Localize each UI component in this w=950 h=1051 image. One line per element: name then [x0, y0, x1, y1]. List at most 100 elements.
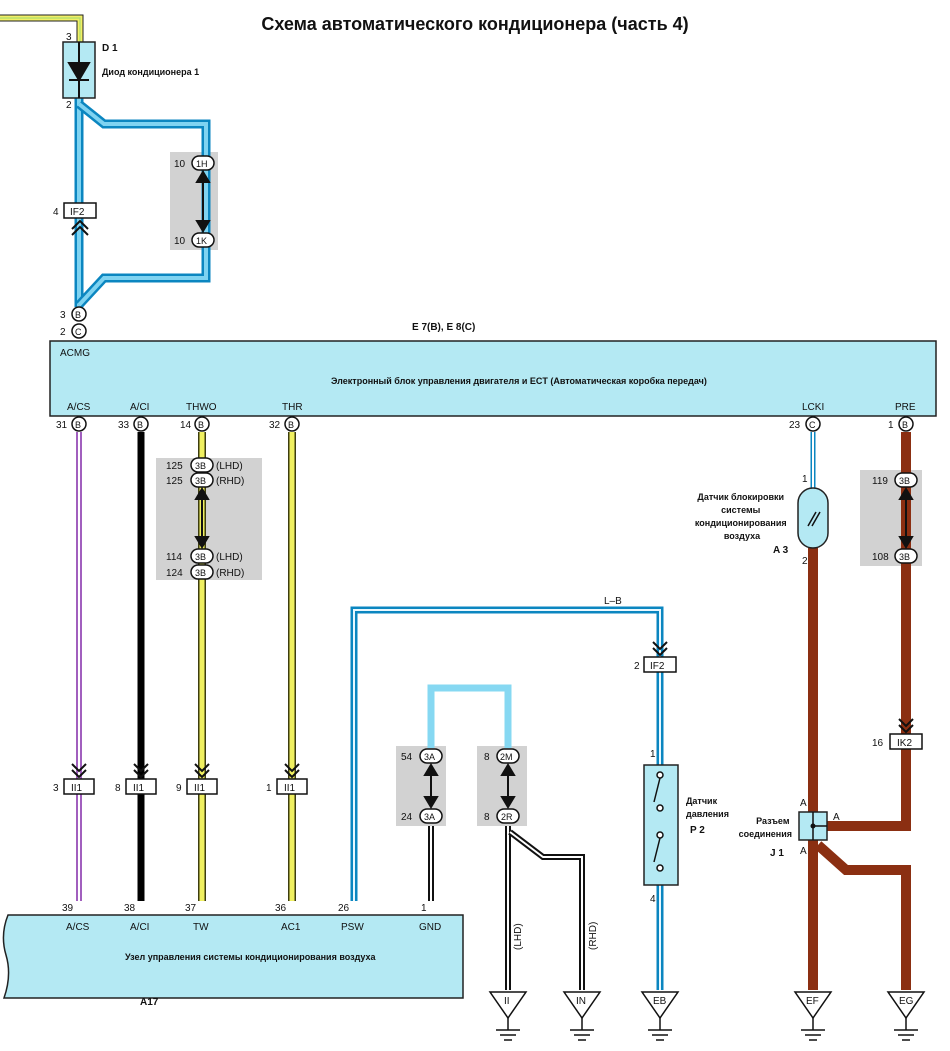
sensor-slash-icon	[807, 511, 821, 527]
pin-bubble-acmg-c	[71, 323, 87, 339]
pin-num: 1	[266, 783, 272, 794]
pin-num: 16	[872, 738, 884, 749]
pill-3b-108	[894, 548, 918, 564]
switch-id: P 2	[690, 825, 705, 836]
wire-lightblue-jumper	[427, 684, 512, 748]
pin-num: 119	[872, 476, 888, 487]
double-arrow-icon	[194, 487, 210, 549]
ground-triangle-eb	[640, 991, 680, 1020]
ecu-box	[49, 340, 937, 417]
chevron-down-icon	[652, 641, 668, 657]
pin-num: 2	[60, 327, 66, 338]
switch-pin: 4	[650, 894, 656, 905]
drive-side: (RHD)	[216, 568, 244, 579]
bubble-letter: C	[809, 420, 816, 430]
ground-label: EG	[899, 996, 914, 1007]
unit-pin-name: GND	[419, 922, 441, 933]
pin-num: 3	[53, 783, 59, 794]
ground-triangle-in	[562, 991, 602, 1020]
unit-pin-num: 38	[124, 903, 136, 914]
ecu-pin-name: THWO	[186, 402, 217, 413]
pill-3b-125-lhd	[190, 457, 214, 473]
ground-triangle-eg	[886, 991, 926, 1020]
unit-pin-name: A/CI	[130, 922, 149, 933]
inline-label: IK2	[897, 738, 912, 749]
diode-label: Диод кондиционера 1	[102, 67, 199, 77]
ac-unit-box	[2, 914, 464, 999]
inline-ii1-acs	[63, 778, 95, 795]
pin-num: 10	[174, 159, 186, 170]
ground-triangle-ef	[793, 991, 833, 1020]
sensor-label: Датчик блокировки системы кондиционирова…	[695, 492, 789, 541]
ground-label: II	[504, 996, 510, 1007]
chevron-up-icon	[71, 219, 89, 236]
bubble-letter: B	[137, 420, 143, 430]
junction-id: J 1	[770, 848, 784, 859]
switch-pin: 1	[650, 749, 656, 760]
pin-num: 125	[166, 461, 183, 472]
ecu-connectors: E 7(B), E 8(C)	[412, 322, 475, 333]
pill-label: 2M	[500, 752, 513, 762]
pin-bubble-lcki	[805, 416, 821, 432]
chevron-down-icon	[284, 763, 300, 779]
ecu-pin-name: PRE	[895, 402, 916, 413]
diode-pin-3: 3	[66, 32, 72, 43]
switch-contact-icon	[653, 771, 664, 872]
pin-bubble-aci	[133, 416, 149, 432]
inline-ik2	[889, 733, 923, 750]
ecu-title: Электронный блок управления двигателя и …	[331, 376, 707, 386]
pin-bubble-acmg-b	[71, 306, 87, 322]
ground-icon	[648, 1018, 672, 1041]
lhd-label: (LHD)	[513, 923, 524, 950]
ecu-pin-num: 14	[180, 420, 192, 431]
ecu-acmg: ACMG	[60, 348, 90, 359]
pin-bubble-acs	[71, 416, 87, 432]
chevron-down-icon	[71, 763, 87, 779]
diode-id: D 1	[102, 43, 118, 54]
double-arrow-icon	[500, 763, 516, 809]
inline-if2-left	[63, 202, 97, 219]
pill-3a-bottom	[419, 808, 443, 824]
pill-label: 3B	[195, 476, 206, 486]
inline-ii1-thwo	[186, 778, 218, 795]
unit-pin-num: 36	[275, 903, 287, 914]
ecu-pin-name: A/CS	[67, 402, 91, 413]
ecu-pin-num: 31	[56, 420, 68, 431]
pin-num: 125	[166, 476, 183, 487]
drive-side: (LHD)	[216, 461, 243, 472]
pin-num: 9	[176, 783, 182, 794]
ecu-pin-name: THR	[282, 402, 303, 413]
ecu-pin-num: 33	[118, 420, 130, 431]
pin-num: 124	[166, 568, 183, 579]
inline-ii1-aci	[125, 778, 157, 795]
pin-num: 3	[60, 310, 66, 321]
pin-bubble-thr	[284, 416, 300, 432]
unit-pin-num: 26	[338, 903, 350, 914]
inline-label: IF2	[650, 661, 665, 672]
unit-pin-name: AC1	[281, 922, 301, 933]
pill-label: 3B	[195, 461, 206, 471]
wire-color-label: L–B	[604, 596, 622, 607]
unit-pin-name: TW	[193, 922, 209, 933]
double-arrow-icon	[195, 170, 211, 233]
inline-label: II1	[71, 783, 83, 794]
pill-label: 3B	[899, 476, 910, 486]
ecu-pin-name: LCKI	[802, 402, 824, 413]
rhd-label: (RHD)	[588, 922, 599, 950]
inline-label: IF2	[70, 207, 85, 218]
pill-3b-119	[894, 472, 918, 488]
pin-num: 54	[401, 752, 413, 763]
ground-triangle-ii	[488, 991, 528, 1020]
sensor-pin: 2	[802, 556, 808, 567]
sensor-pin: 1	[802, 474, 808, 485]
pill-3b-125-rhd	[190, 472, 214, 488]
pin-num: 108	[872, 552, 889, 563]
unit-pin-num: 1	[421, 903, 427, 914]
switch-label: Датчик давления	[686, 796, 729, 819]
junction-pin: A	[833, 812, 840, 823]
bubble-letter: B	[288, 420, 294, 430]
pin-num: 8	[484, 812, 490, 823]
double-arrow-icon	[898, 487, 914, 549]
